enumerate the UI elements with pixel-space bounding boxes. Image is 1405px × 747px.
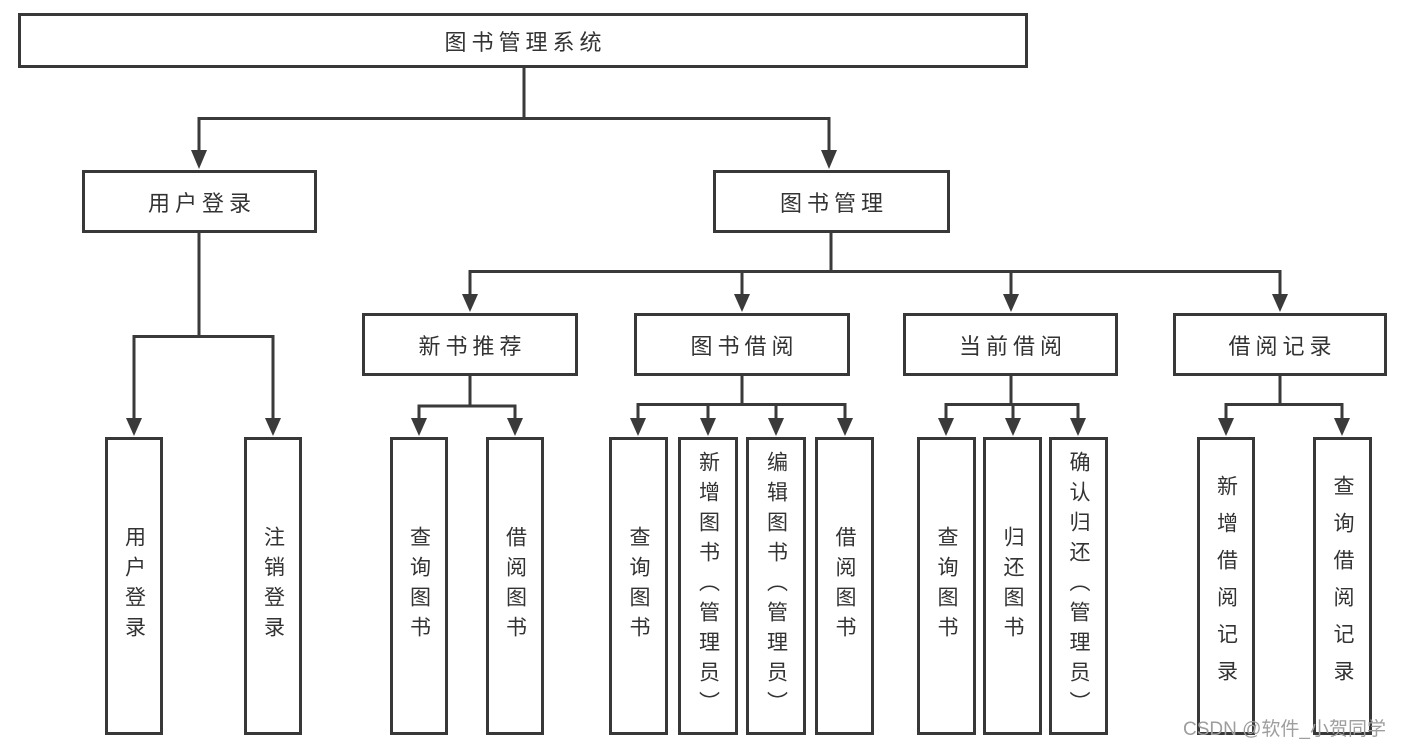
node-label: 借阅记录 xyxy=(1228,333,1337,359)
node-book-management-system: 图书管理系统 xyxy=(18,13,1028,68)
leaf-user-login: 用户登录 xyxy=(105,437,163,735)
node-book-management: 图书管理 xyxy=(713,170,950,233)
leaf-label: 查询图书 xyxy=(407,526,431,646)
arrowhead-icon xyxy=(1070,418,1086,436)
arrowhead-icon xyxy=(1272,294,1288,312)
leaf-confirm-return-admin: 确认归还（管理员） xyxy=(1049,437,1108,735)
arrowhead-icon xyxy=(265,418,281,436)
leaf-label: 确认归还（管理员） xyxy=(1067,451,1090,721)
arrowhead-icon xyxy=(462,294,478,312)
leaf-label: 用户登录 xyxy=(122,526,146,646)
leaf-label: 查询借阅记录 xyxy=(1331,475,1354,697)
node-label: 图书管理系统 xyxy=(444,29,607,55)
node-label: 用户登录 xyxy=(147,190,256,216)
node-user-login: 用户登录 xyxy=(82,170,317,233)
arrowhead-icon xyxy=(126,418,142,436)
leaf-query-books-newbook: 查询图书 xyxy=(390,437,448,735)
leaf-query-borrow-record: 查询借阅记录 xyxy=(1313,437,1372,735)
leaf-label: 新增图书（管理员） xyxy=(696,451,720,721)
leaf-borrow-books-borrowing: 借阅图书 xyxy=(815,437,874,735)
node-label: 图书借阅 xyxy=(690,333,799,359)
arrowhead-icon xyxy=(507,418,523,436)
leaf-label: 查询图书 xyxy=(935,526,958,646)
leaf-edit-book-admin: 编辑图书（管理员） xyxy=(746,437,806,735)
leaf-label: 编辑图书（管理员） xyxy=(764,451,788,721)
leaf-label: 借阅图书 xyxy=(503,526,527,646)
arrowhead-icon xyxy=(768,418,784,436)
arrowhead-icon xyxy=(734,294,750,312)
leaf-add-book-admin: 新增图书（管理员） xyxy=(678,437,738,735)
arrowhead-icon xyxy=(411,418,427,436)
leaf-logout: 注销登录 xyxy=(244,437,302,735)
arrowhead-icon xyxy=(837,418,853,436)
leaf-label: 归还图书 xyxy=(1001,526,1024,646)
arrowhead-icon xyxy=(1334,418,1350,436)
node-label: 新书推荐 xyxy=(418,333,527,359)
node-book-borrowing: 图书借阅 xyxy=(634,313,850,376)
leaf-add-borrow-record: 新增借阅记录 xyxy=(1197,437,1255,735)
leaf-query-books-borrowing: 查询图书 xyxy=(609,437,668,735)
node-new-book-recommendation: 新书推荐 xyxy=(362,313,578,376)
arrowhead-icon xyxy=(630,418,646,436)
leaf-label: 查询图书 xyxy=(627,526,650,646)
node-label: 图书管理 xyxy=(779,190,888,216)
arrowhead-icon xyxy=(938,418,954,436)
node-borrowing-records: 借阅记录 xyxy=(1173,313,1387,376)
node-label: 当前借阅 xyxy=(958,333,1067,359)
leaf-label: 注销登录 xyxy=(261,526,285,646)
leaf-query-books-current: 查询图书 xyxy=(917,437,976,735)
arrowhead-icon xyxy=(1005,418,1021,436)
leaf-label: 新增借阅记录 xyxy=(1214,475,1238,697)
arrowhead-icon xyxy=(191,150,207,169)
node-current-borrowing: 当前借阅 xyxy=(903,313,1118,376)
arrowhead-icon xyxy=(1003,294,1019,312)
arrowhead-icon xyxy=(1218,418,1234,436)
leaf-borrow-books-newbook: 借阅图书 xyxy=(486,437,544,735)
arrowhead-icon xyxy=(700,418,716,436)
leaf-return-books: 归还图书 xyxy=(983,437,1042,735)
arrowhead-icon xyxy=(821,150,837,169)
leaf-label: 借阅图书 xyxy=(833,526,856,646)
csdn-watermark: CSDN @软件_小贺同学 xyxy=(1183,719,1386,740)
